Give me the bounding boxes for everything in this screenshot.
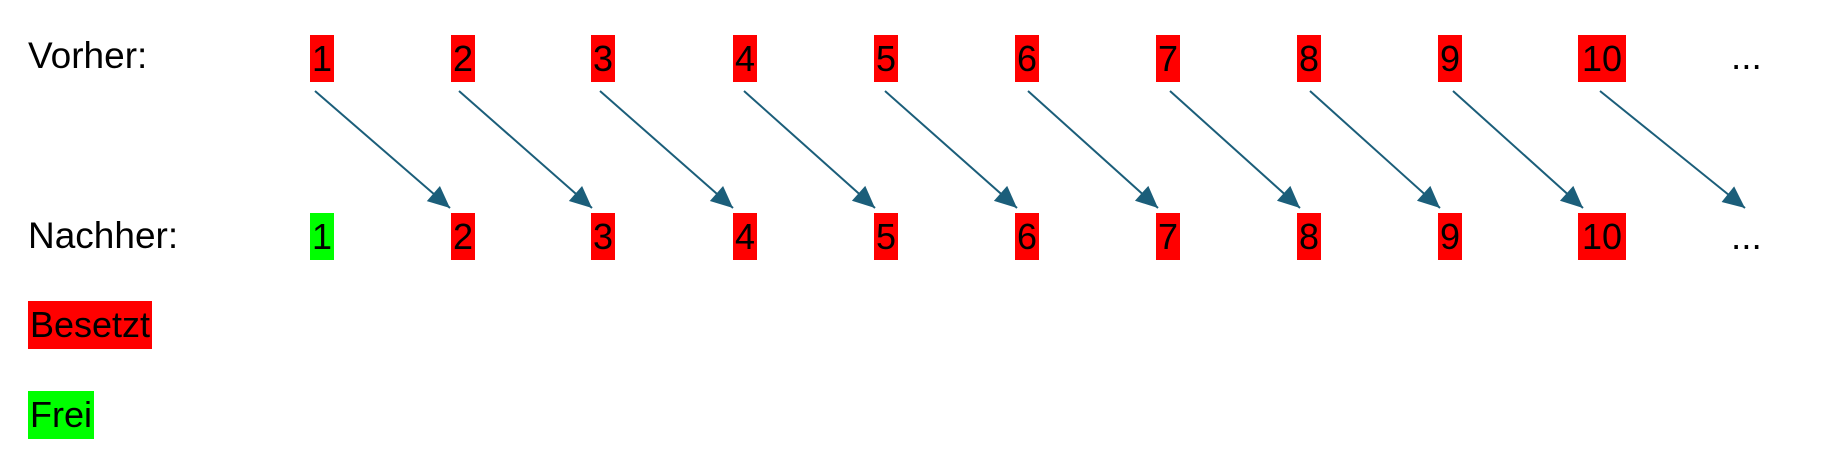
legend-free: Frei bbox=[28, 391, 94, 439]
after-cell-1: 1 bbox=[310, 213, 334, 260]
shift-arrowhead-6 bbox=[1134, 185, 1158, 208]
shift-arrowhead-9 bbox=[1559, 185, 1583, 208]
after-cell-5: 5 bbox=[874, 213, 898, 260]
before-cell-2: 2 bbox=[451, 35, 475, 82]
before-cell-9: 9 bbox=[1438, 35, 1462, 82]
after-cell-7: 7 bbox=[1156, 213, 1180, 260]
shift-arrow-8 bbox=[1309, 90, 1441, 209]
after-ellipsis: ... bbox=[1731, 216, 1762, 257]
shift-arrowhead-1 bbox=[426, 186, 450, 208]
shift-arrowhead-5 bbox=[993, 185, 1017, 208]
shift-arrow-1 bbox=[314, 90, 451, 209]
shift-arrowhead-7 bbox=[1276, 185, 1300, 208]
before-cell-10: 10 bbox=[1578, 35, 1626, 82]
legend-occupied: Besetzt bbox=[28, 301, 153, 349]
shift-arrow-9 bbox=[1452, 90, 1584, 209]
shift-arrow-10 bbox=[1599, 90, 1746, 209]
before-cell-7: 7 bbox=[1156, 35, 1180, 82]
row-label-after: Nachher: bbox=[28, 215, 179, 256]
shift-arrowhead-3 bbox=[709, 185, 733, 208]
before-cell-5: 5 bbox=[874, 35, 898, 82]
after-cell-9: 9 bbox=[1438, 213, 1462, 260]
shift-arrow-2 bbox=[458, 90, 593, 209]
shift-arrowhead-2 bbox=[568, 185, 592, 208]
after-cell-8: 8 bbox=[1297, 213, 1321, 260]
shift-arrowhead-10 bbox=[1721, 186, 1745, 208]
before-ellipsis: ... bbox=[1731, 36, 1762, 77]
before-cell-4: 4 bbox=[733, 35, 757, 82]
before-cell-3: 3 bbox=[591, 35, 615, 82]
after-cell-10: 10 bbox=[1578, 213, 1626, 260]
shift-arrow-6 bbox=[1027, 90, 1159, 209]
shift-arrowhead-4 bbox=[851, 185, 875, 208]
shift-arrow-4 bbox=[743, 90, 876, 209]
before-cell-6: 6 bbox=[1015, 35, 1039, 82]
after-cell-2: 2 bbox=[451, 213, 475, 260]
shift-arrow-5 bbox=[884, 90, 1018, 209]
before-cell-1: 1 bbox=[310, 35, 334, 82]
after-cell-3: 3 bbox=[591, 213, 615, 260]
shift-arrow-3 bbox=[599, 90, 734, 209]
after-cell-4: 4 bbox=[733, 213, 757, 260]
before-cell-8: 8 bbox=[1297, 35, 1321, 82]
shift-arrowhead-8 bbox=[1416, 185, 1440, 208]
shift-arrow-7 bbox=[1169, 90, 1301, 209]
row-label-before: Vorher: bbox=[28, 35, 148, 76]
after-cell-6: 6 bbox=[1015, 213, 1039, 260]
